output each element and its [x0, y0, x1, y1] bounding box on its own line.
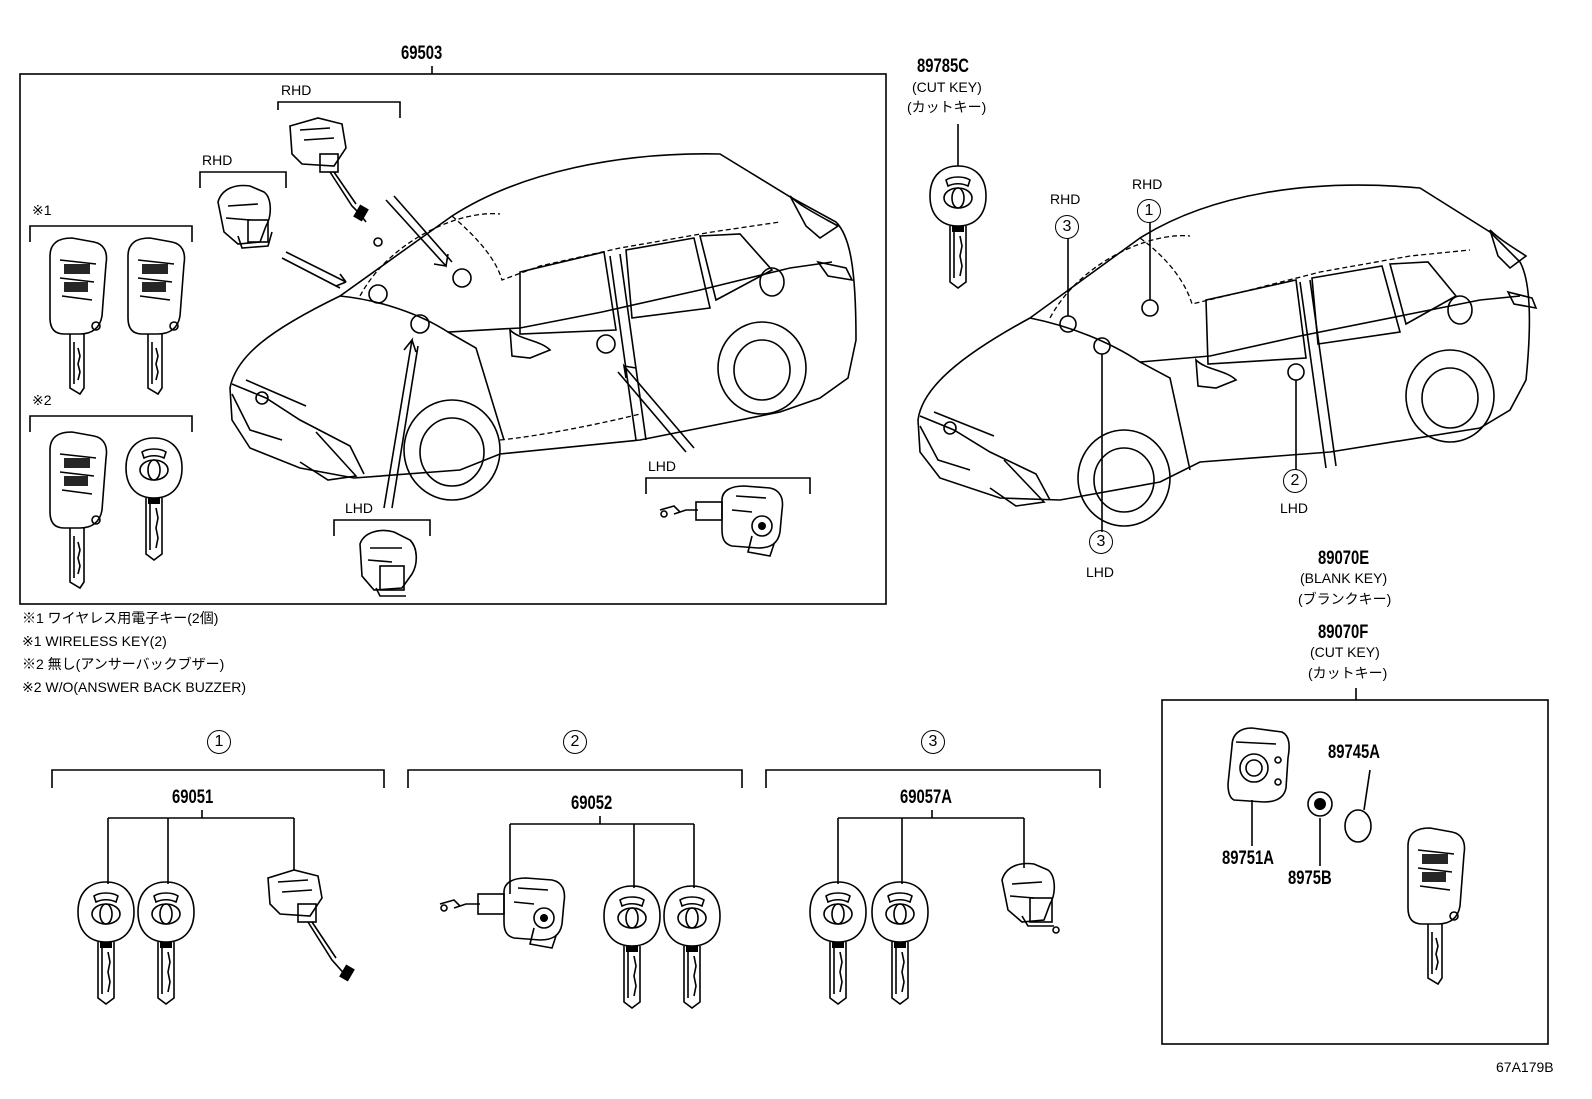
- part-number-69503: 69503: [401, 43, 443, 64]
- cut-key-desc-en: (CUT KEY): [1310, 644, 1380, 660]
- rhd-label: RHD: [1050, 191, 1081, 207]
- lhd-label: LHD: [648, 458, 677, 474]
- note-line: ※2 無し(アンサーバックブザー): [22, 656, 225, 672]
- part-number-69057a: 69057A: [900, 787, 952, 808]
- set-circle-3: 3: [921, 730, 945, 754]
- part-number-8975b: 8975B: [1288, 868, 1332, 889]
- blank-key-desc-en: (BLANK KEY): [1300, 570, 1388, 586]
- note-mark-2: ※2: [32, 392, 52, 408]
- note-line: ※1 WIRELESS KEY(2): [22, 633, 167, 649]
- part-number-89751a: 89751A: [1222, 848, 1274, 869]
- car-illustration-left: [229, 153, 857, 509]
- rhd-label: RHD: [1132, 176, 1163, 192]
- set-circle-2: 2: [563, 730, 587, 754]
- rhd-label: RHD: [202, 152, 233, 168]
- cut-key-desc-en: (CUT KEY): [912, 79, 982, 95]
- callout-circle-1: 1: [1137, 199, 1161, 223]
- set-circle-1: 1: [207, 730, 231, 754]
- note-mark-1: ※1: [32, 202, 52, 218]
- lhd-label: LHD: [345, 500, 374, 516]
- part-number-89070f: 89070F: [1318, 622, 1369, 643]
- note-line: ※2 W/O(ANSWER BACK BUZZER): [22, 679, 247, 695]
- diagram-code: 67A179B: [1496, 1059, 1554, 1075]
- cut-key-desc-jp: (カットキー): [907, 99, 987, 115]
- callout-circle-3: 3: [1089, 530, 1113, 554]
- lhd-label: LHD: [1086, 564, 1115, 580]
- part-number-69052: 69052: [571, 793, 613, 814]
- car-illustration-right: [917, 184, 1538, 532]
- cut-key-desc-jp: (カットキー): [1308, 665, 1388, 681]
- callout-circle-3: 3: [1055, 215, 1079, 239]
- part-number-89785c: 89785C: [917, 56, 969, 77]
- lhd-label: LHD: [1280, 500, 1309, 516]
- part-number-89745a: 89745A: [1328, 742, 1380, 763]
- part-number-69051: 69051: [172, 787, 214, 808]
- blank-key-desc-jp: (ブランクキー): [1298, 591, 1392, 607]
- part-number-89070e: 89070E: [1318, 548, 1370, 569]
- callout-circle-2: 2: [1283, 469, 1307, 493]
- rhd-label: RHD: [281, 82, 312, 98]
- note-line: ※1 ワイヤレス用電子キー(2個): [22, 610, 219, 626]
